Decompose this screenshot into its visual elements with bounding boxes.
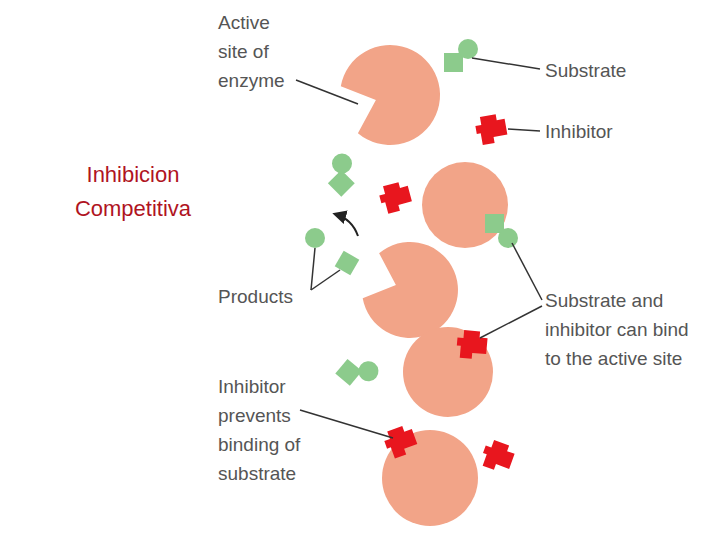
enzyme	[422, 162, 508, 248]
leader-line	[311, 248, 315, 290]
diagram-title: Inhibicion Competitiva	[28, 158, 238, 226]
substrate	[318, 149, 365, 196]
callout-label: Inhibitor prevents binding of substrate	[218, 372, 322, 488]
product	[305, 228, 325, 248]
substrate	[485, 214, 518, 248]
leader-line	[296, 80, 358, 104]
callout-label: Inhibitor	[545, 117, 665, 146]
inhibitor	[377, 180, 413, 215]
substrate	[444, 39, 478, 72]
leader-line	[311, 270, 340, 290]
leader-line	[300, 410, 393, 438]
substrate	[335, 348, 382, 395]
leader-line	[480, 306, 542, 338]
enzyme	[403, 327, 493, 417]
callout-label: Products	[218, 282, 338, 311]
enzyme	[341, 45, 440, 145]
callout-label: Substrate	[545, 56, 665, 85]
inhibitor	[474, 113, 508, 146]
callout-label: Substrate and inhibitor can bind to the …	[545, 286, 691, 373]
inhibitor	[479, 438, 517, 475]
leader-line	[508, 129, 540, 131]
inhibitor	[382, 423, 420, 460]
leader-line	[512, 243, 542, 300]
inhibitor	[456, 330, 488, 361]
callout-label: Active site of enzyme	[218, 8, 304, 95]
leader-line	[472, 58, 540, 69]
enzyme	[363, 242, 458, 338]
reaction-arrow	[335, 214, 358, 236]
